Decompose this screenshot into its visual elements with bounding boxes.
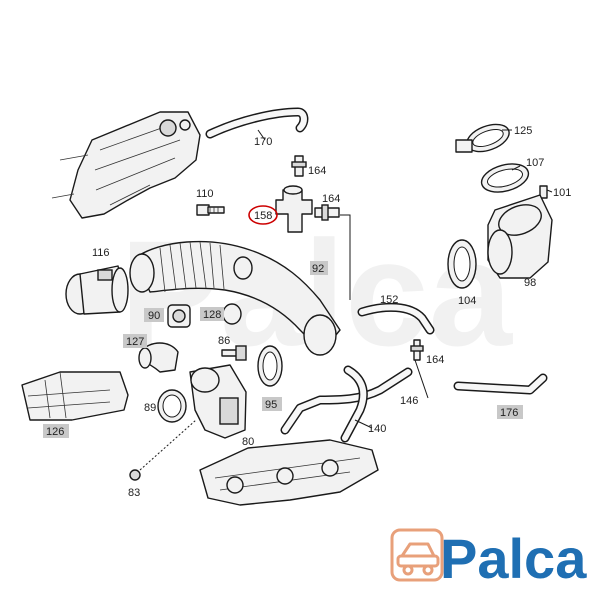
label-90: 90 <box>148 310 160 322</box>
label-125: 125 <box>514 125 532 137</box>
label-box-126 <box>43 424 69 438</box>
label-170: 170 <box>254 136 272 148</box>
palca-logo-text: Palca <box>440 527 587 590</box>
label-126: 126 <box>46 426 64 438</box>
palca-logo: Palca <box>390 527 587 590</box>
tee-fitting-158 <box>275 185 313 233</box>
label-101: 101 <box>553 187 571 199</box>
ring-107 <box>480 163 530 193</box>
label-158: 158 <box>254 210 272 222</box>
gasket-89 <box>157 389 187 423</box>
label-146: 146 <box>400 395 418 407</box>
valve-164-lower <box>410 339 424 361</box>
label-92: 92 <box>312 263 324 275</box>
label-80: 80 <box>242 436 254 448</box>
valve-164-side <box>314 204 340 221</box>
bolt-83 <box>129 419 197 481</box>
leader-lines <box>257 129 553 429</box>
bolt-110 <box>196 204 225 216</box>
hose-170 <box>205 107 309 139</box>
label-176: 176 <box>500 407 518 419</box>
label-box-92 <box>310 261 328 275</box>
label-152: 152 <box>380 294 398 306</box>
intake-pipe-98 <box>487 194 553 279</box>
label-98: 98 <box>524 277 536 289</box>
label-89: 89 <box>144 402 156 414</box>
label-83: 83 <box>128 487 140 499</box>
intake-duct-92 <box>129 240 341 356</box>
label-95: 95 <box>265 399 277 411</box>
label-110: 110 <box>196 188 214 200</box>
label-box-128 <box>200 307 224 321</box>
label-128: 128 <box>203 309 221 321</box>
intake-manifold <box>199 439 379 506</box>
part-90 <box>167 304 191 328</box>
label-164-lower: 164 <box>426 354 444 366</box>
hose-152 <box>340 214 435 335</box>
label-box-95 <box>262 397 282 411</box>
engine-cover-top <box>51 111 201 219</box>
gasket-95 <box>257 345 283 387</box>
hose-140 <box>340 365 368 443</box>
label-104: 104 <box>458 295 476 307</box>
label-box-176 <box>497 405 523 419</box>
label-140: 140 <box>368 423 386 435</box>
part-128 <box>222 303 242 325</box>
screw-101 <box>539 185 548 199</box>
clamp-125 <box>455 123 510 153</box>
label-box-90 <box>144 308 164 322</box>
label-107: 107 <box>526 157 544 169</box>
coupling-104 <box>447 239 477 289</box>
throttle-body-80 <box>189 364 247 439</box>
valve-164-top <box>291 155 307 177</box>
label-86: 86 <box>218 335 230 347</box>
mass-airflow-116 <box>65 265 129 315</box>
label-164-top: 164 <box>308 165 326 177</box>
bolt-86 <box>221 345 247 361</box>
label-164-side: 164 <box>322 193 340 205</box>
label-116: 116 <box>92 247 110 259</box>
pipe-176 <box>453 373 548 395</box>
highlight-circle-158 <box>248 205 278 225</box>
hose-146 <box>280 367 413 435</box>
air-filter-126 <box>21 371 129 421</box>
label-127: 127 <box>126 336 144 348</box>
label-box-127 <box>123 334 147 348</box>
